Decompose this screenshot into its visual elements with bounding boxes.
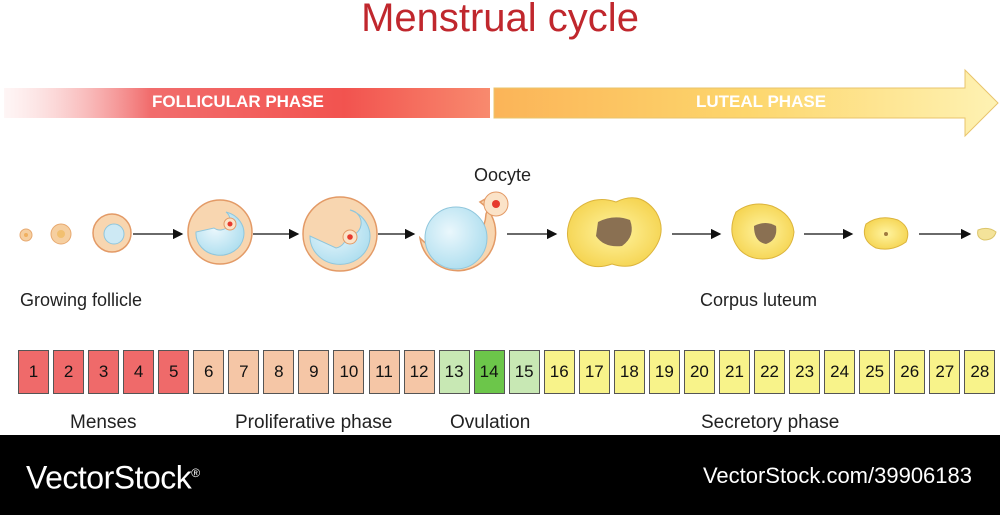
luteal-phase-arrow: [493, 68, 999, 138]
proliferative-phase-label: Proliferative phase: [235, 412, 393, 433]
image-id: VectorStock.com/39906183: [702, 463, 972, 488]
oocyte-label: Oocyte: [474, 165, 532, 185]
corpus-luteum-label: Corpus luteum: [700, 290, 818, 310]
day-box: 21: [719, 350, 750, 394]
follicle-primordial: [19, 228, 33, 242]
day-box: 8: [263, 350, 295, 394]
corpus-luteum-medium: [731, 203, 795, 260]
secretory-phase-label: Secretory phase: [701, 412, 840, 433]
follicular-phase-label: FOLLICULAR PHASE: [152, 92, 324, 111]
day-box: 25: [859, 350, 891, 394]
day-box: 28: [964, 350, 996, 394]
day-box: 5: [158, 350, 190, 394]
corpus-albicans: [977, 227, 997, 241]
phase-arrow: [4, 68, 999, 138]
day-box: 22: [754, 350, 786, 394]
page-title: Menstrual cycle: [361, 0, 639, 40]
follicle-primary: [50, 223, 72, 245]
footer-bar: VectorStock® VectorStock.com/39906183: [0, 435, 1000, 515]
follicle-ovulating: [418, 191, 509, 272]
day-box: 7: [228, 350, 260, 394]
day-box: 18: [613, 350, 645, 394]
day-box: 26: [894, 350, 926, 394]
day-box: 19: [648, 350, 680, 394]
follicle-tertiary: [187, 199, 253, 265]
day-box: 6: [193, 350, 225, 394]
growing-follicle-label: Growing follicle: [20, 290, 143, 310]
day-box: 2: [53, 350, 85, 394]
day-box: 16: [543, 350, 575, 394]
day-box: 23: [789, 350, 821, 394]
day-box: 20: [683, 350, 715, 394]
brand-name: VectorStock: [26, 459, 192, 496]
follicle-secondary: [92, 213, 132, 253]
day-box: 3: [88, 350, 120, 394]
day-box: 13: [438, 350, 470, 394]
follicular-phase-bar: [4, 88, 490, 118]
day-box: 4: [123, 350, 155, 394]
ovulation-label: Ovulation: [450, 412, 531, 433]
follicle-preovulatory: [302, 196, 378, 272]
day-box: 12: [403, 350, 435, 394]
registered-mark: ®: [191, 466, 200, 480]
day-box: 10: [333, 350, 365, 394]
luteal-phase-label: LUTEAL PHASE: [696, 92, 827, 111]
day-box: 15: [508, 350, 540, 394]
vectorstock-logo: VectorStock®: [26, 453, 200, 498]
corpus-luteum-large: [567, 197, 662, 268]
corpus-luteum-small: [863, 217, 909, 250]
menses-label: Menses: [70, 412, 137, 433]
day-box: 27: [929, 350, 961, 394]
day-box: 9: [298, 350, 330, 394]
day-box: 24: [824, 350, 856, 394]
day-box: 11: [368, 350, 400, 394]
day-box: 14: [473, 350, 505, 394]
day-box: 1: [18, 350, 49, 394]
day-box: 17: [578, 350, 610, 394]
follicle-stages: [19, 191, 997, 272]
